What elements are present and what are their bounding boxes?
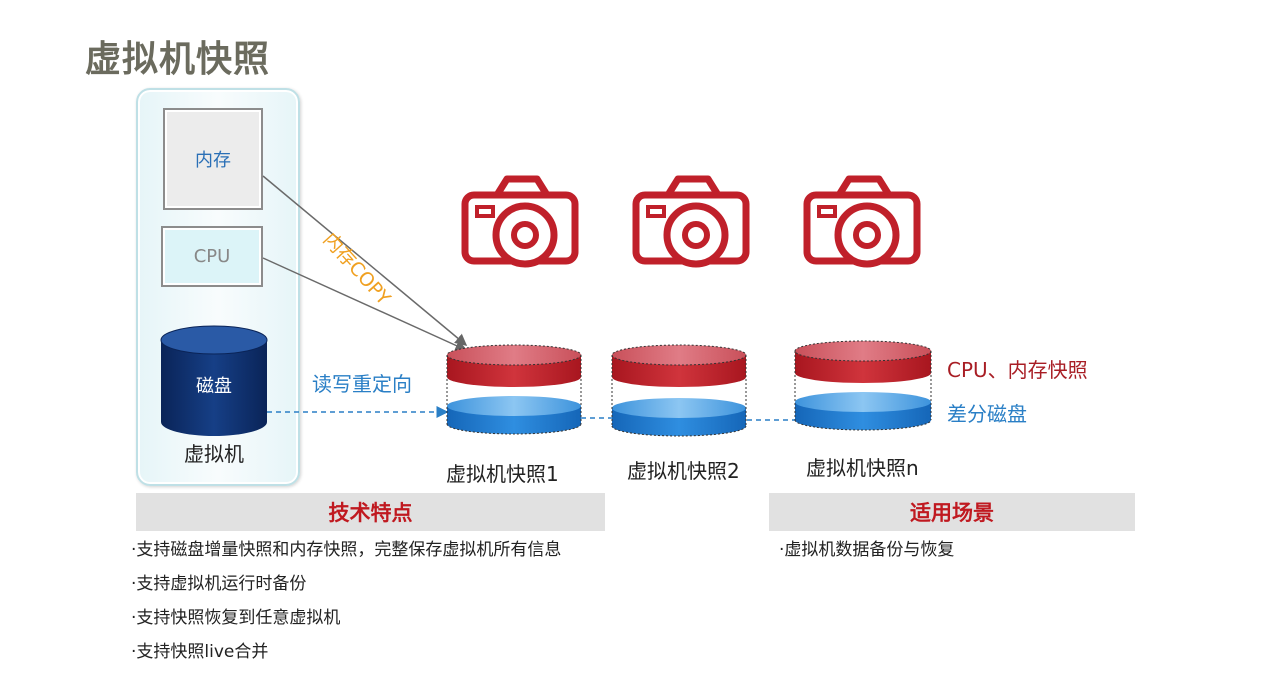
redirect-label: 读写重定向: [312, 372, 412, 396]
page-title: 虚拟机快照: [85, 39, 271, 80]
vm-label: 虚拟机: [184, 442, 244, 466]
cpu-arrow: [262, 257, 468, 352]
disk-cylinder: [160, 325, 268, 436]
snapshot-label-n: 虚拟机快照n: [806, 456, 919, 480]
legend-diff-disk: 差分磁盘: [947, 402, 1027, 426]
memory-box: 内存: [163, 108, 263, 210]
list-item: ·支持虚拟机运行时备份: [131, 574, 307, 594]
snapshot-label-2: 虚拟机快照2: [627, 459, 740, 483]
snapshot-stack-2: [611, 344, 747, 437]
scenarios-heading: 适用场景: [769, 493, 1135, 531]
disk-label: 磁盘: [196, 376, 232, 397]
cpu-box: CPU: [161, 226, 263, 287]
camera-icon: [632, 175, 750, 268]
tech-features-heading: 技术特点: [136, 493, 605, 531]
camera-icon: [461, 175, 579, 268]
list-item: ·支持快照live合并: [131, 642, 269, 662]
list-item: ·支持磁盘增量快照和内存快照，完整保存虚拟机所有信息: [131, 540, 562, 560]
memory-label: 内存: [195, 150, 231, 171]
legend-cpu-memory-snapshot: CPU、内存快照: [947, 358, 1088, 382]
tech-features-list: ·支持磁盘增量快照和内存快照，完整保存虚拟机所有信息 ·支持虚拟机运行时备份 ·…: [131, 538, 561, 674]
cpu-label: CPU: [193, 246, 231, 267]
memory-arrow: [262, 175, 468, 346]
snapshot-label-1: 虚拟机快照1: [446, 462, 559, 486]
snapshot-stack-n: [794, 340, 932, 431]
snapshot-stack-1: [446, 344, 582, 435]
camera-icon: [803, 175, 921, 268]
scenarios-list: ·虚拟机数据备份与恢复: [779, 538, 954, 572]
list-item: ·支持快照恢复到任意虚拟机: [131, 608, 341, 628]
list-item: ·虚拟机数据备份与恢复: [779, 540, 955, 560]
